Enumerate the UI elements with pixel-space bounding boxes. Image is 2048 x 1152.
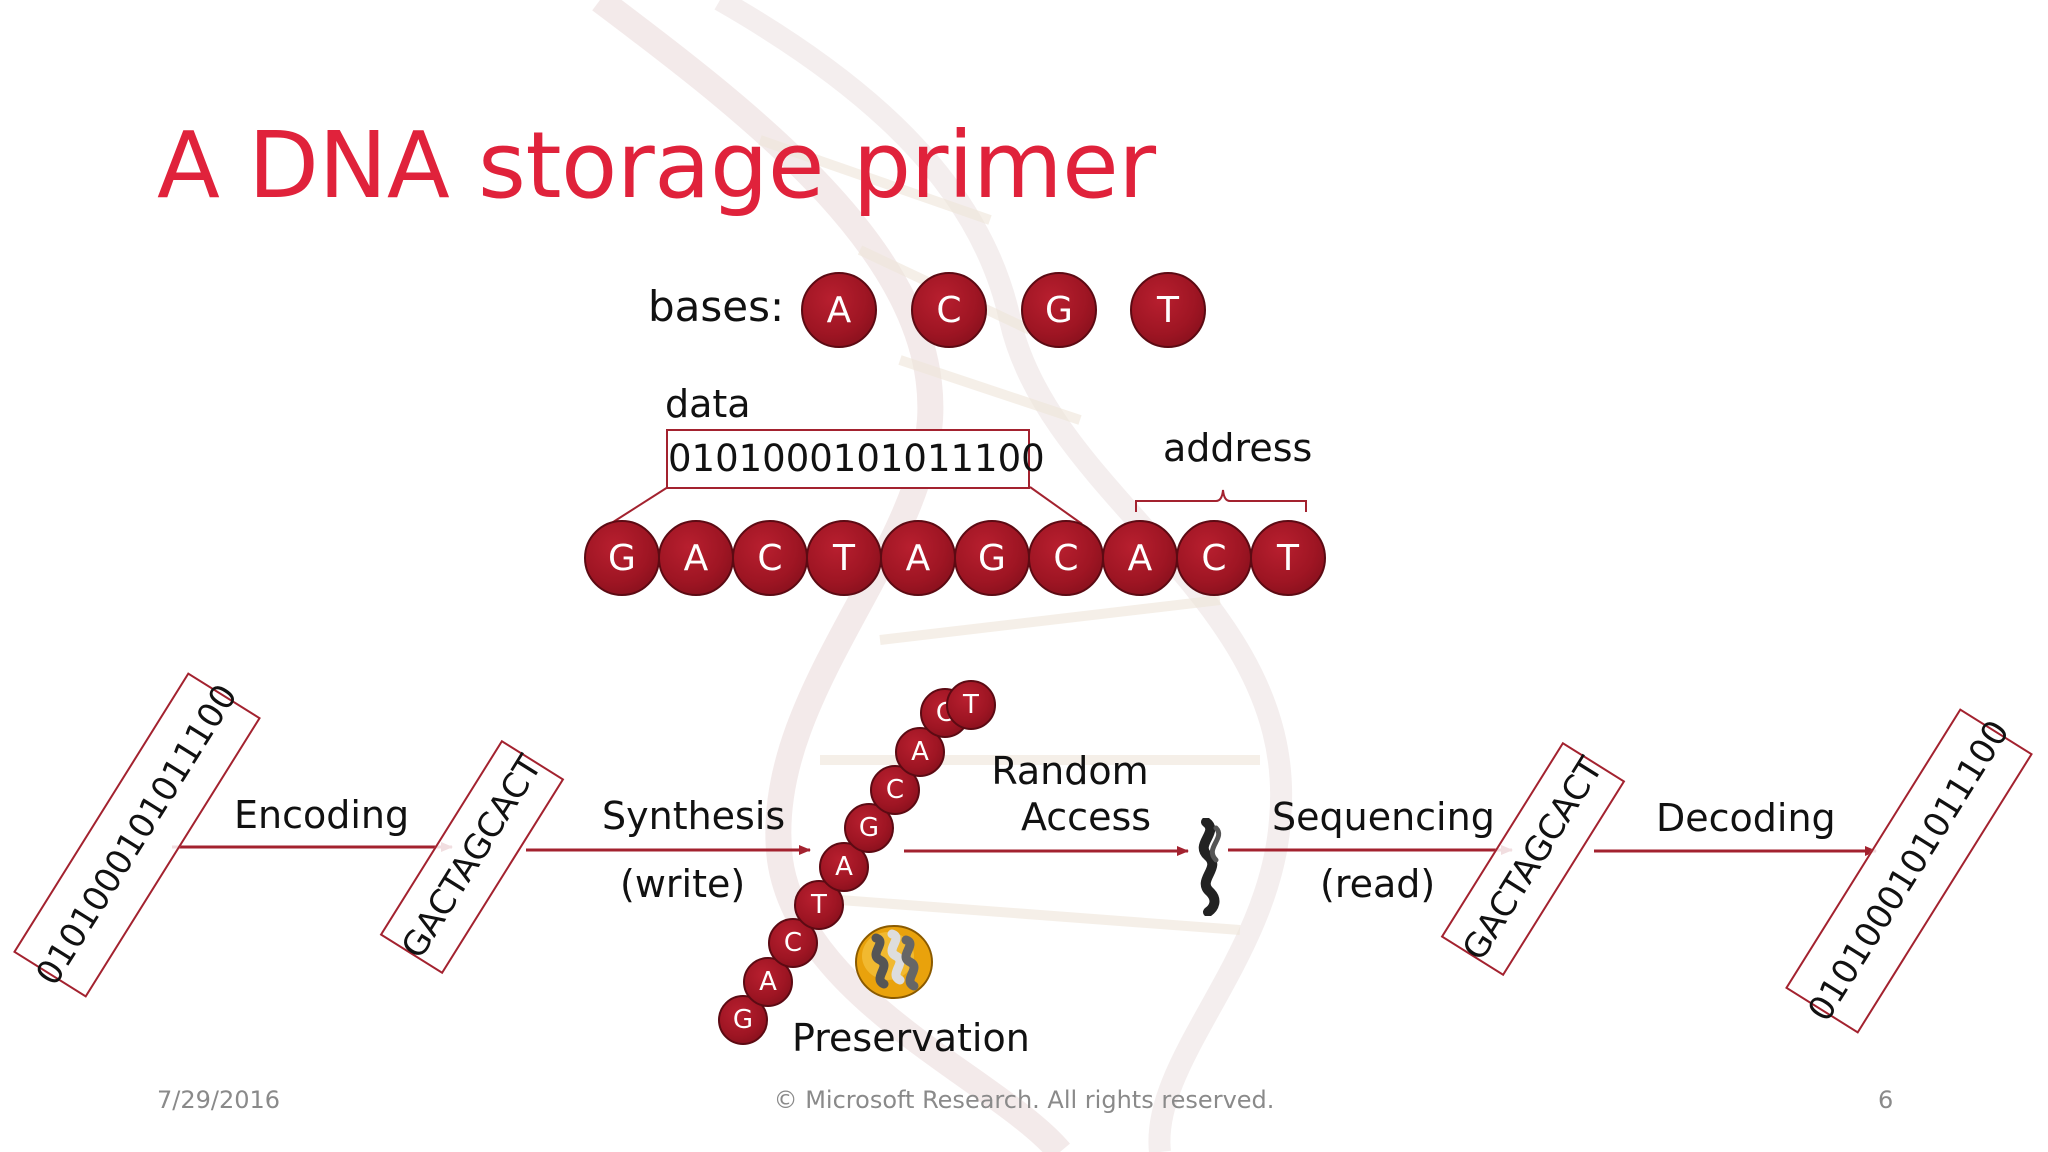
synthesis-sub-label: (write) bbox=[620, 862, 746, 906]
sequence-base-circle: A bbox=[880, 520, 956, 596]
data-label: data bbox=[665, 382, 751, 426]
address-label: address bbox=[1163, 426, 1313, 470]
random-access-label-line1: Random bbox=[991, 749, 1149, 793]
sequence-base-circle: T bbox=[806, 520, 882, 596]
data-bits-box: 0101000101011100 bbox=[666, 429, 1045, 489]
strand-base-circle: T bbox=[946, 680, 996, 730]
random-access-label-line2: Access bbox=[1020, 795, 1152, 839]
preservation-label: Preservation bbox=[792, 1016, 1030, 1060]
footer-copyright: © Microsoft Research. All rights reserve… bbox=[773, 1086, 1275, 1114]
base-c-circle: C bbox=[911, 272, 987, 348]
sequence-base-circle: A bbox=[658, 520, 734, 596]
bases-label: bases: bbox=[648, 282, 785, 331]
base-g-circle: G bbox=[1021, 272, 1097, 348]
preservation-capsule-icon bbox=[855, 925, 933, 999]
strand-base-circle: G bbox=[844, 803, 894, 853]
dna-fragment-icon bbox=[1198, 818, 1222, 916]
footer-page-number: 6 bbox=[1878, 1086, 1894, 1114]
sequence-base-circle: T bbox=[1250, 520, 1326, 596]
base-a-circle: A bbox=[801, 272, 877, 348]
slide-title: A DNA storage primer bbox=[157, 112, 1156, 219]
base-t-circle: T bbox=[1130, 272, 1206, 348]
sequencing-label: Sequencing bbox=[1272, 795, 1495, 839]
synthesis-label: Synthesis bbox=[602, 794, 786, 838]
strand-base-circle: G bbox=[718, 995, 768, 1045]
sequence-base-circle: G bbox=[954, 520, 1030, 596]
address-brace bbox=[1135, 489, 1307, 512]
sequencing-sub-label: (read) bbox=[1320, 862, 1436, 906]
sequence-base-circle: G bbox=[584, 520, 660, 596]
encoding-label: Encoding bbox=[234, 793, 410, 837]
sequence-base-circle: C bbox=[732, 520, 808, 596]
footer-date: 7/29/2016 bbox=[157, 1086, 281, 1114]
decoding-label: Decoding bbox=[1656, 796, 1836, 840]
